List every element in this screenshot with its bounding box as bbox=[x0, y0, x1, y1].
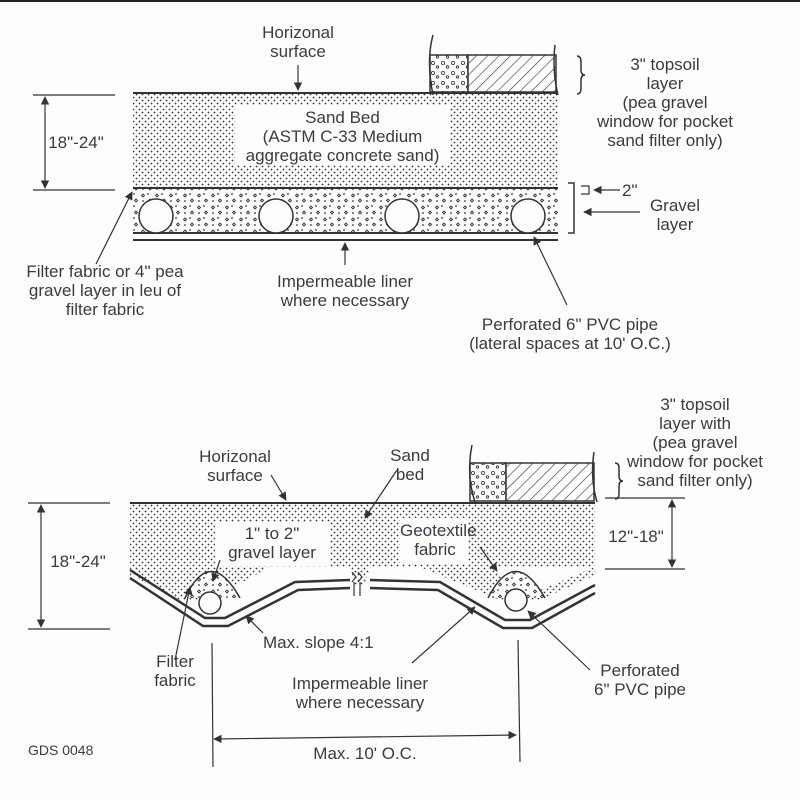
label-line: layer bbox=[656, 215, 694, 234]
label-horizontal-surface-top: Horizonal surface bbox=[252, 23, 344, 61]
label-line: gravel layer bbox=[228, 543, 316, 562]
label-line: 3" topsoil bbox=[630, 55, 700, 74]
label-line: Sand bbox=[390, 446, 430, 465]
label-max-slope: Max. slope 4:1 bbox=[263, 633, 374, 652]
topsoil-brace-bottom bbox=[614, 462, 624, 500]
pipe-3 bbox=[384, 198, 420, 234]
label-topsoil-bottom: 3" topsoil layer with (pea gravel window… bbox=[620, 395, 770, 490]
label-line: Impermeable liner bbox=[276, 272, 414, 291]
label-horizontal-surface-bottom: Horizonal surface bbox=[190, 447, 280, 485]
gravel-mound-right bbox=[487, 570, 546, 599]
label-line: 1" to 2" bbox=[244, 524, 300, 543]
label-pipe-bottom: Perforated 6" PVC pipe bbox=[585, 661, 695, 699]
label-depth-bottom: 18"-24" bbox=[42, 552, 114, 571]
liner-right bbox=[369, 578, 596, 622]
gravel-bracket bbox=[568, 182, 575, 234]
label-line: fabric bbox=[154, 671, 196, 690]
bottom-section-drawing bbox=[28, 444, 685, 768]
label-line: Gravel bbox=[649, 196, 701, 215]
liner-left bbox=[129, 568, 351, 620]
gravel-layer bbox=[133, 188, 558, 233]
label-topsoil-top: 3" topsoil layer (pea gravel window for … bbox=[590, 55, 740, 150]
sand-bed-label-box bbox=[235, 105, 450, 165]
label-filter-fabric-top: Filter fabric or 4" pea gravel layer in … bbox=[10, 262, 200, 319]
pipe-1 bbox=[138, 198, 174, 234]
label-line: fabric bbox=[414, 540, 456, 559]
label-line: window for pocket bbox=[596, 112, 734, 131]
pipe-bottom-left bbox=[198, 591, 222, 615]
geotextile-label-box bbox=[400, 518, 468, 564]
pipe-2 bbox=[258, 198, 294, 234]
label-filter-fabric-bottom: Filter fabric bbox=[145, 652, 205, 690]
label-line: 3" topsoil bbox=[660, 395, 730, 414]
label-sand-depth: 12"-18" bbox=[603, 527, 669, 546]
drawing-id: GDS 0048 bbox=[28, 742, 94, 758]
label-liner-top: Impermeable liner where necessary bbox=[270, 272, 420, 310]
label-line: window for pocket bbox=[626, 452, 764, 471]
topsoil-layer bbox=[467, 54, 557, 93]
label-pipe-top: Perforated 6" PVC pipe (lateral spaces a… bbox=[450, 315, 690, 353]
label-line: (lateral spaces at 10' O.C.) bbox=[469, 334, 671, 353]
label-line: Filter bbox=[156, 652, 194, 671]
label-line: where necessary bbox=[295, 693, 425, 712]
label-line: where necessary bbox=[280, 291, 410, 310]
spacing-dimension bbox=[213, 730, 517, 744]
label-line: 6" PVC pipe bbox=[593, 680, 687, 699]
label-line: sand filter only) bbox=[637, 471, 753, 490]
topsoil-layer-bottom bbox=[505, 462, 595, 502]
label-line: gravel layer in leu of bbox=[28, 281, 182, 300]
label-gravel-layer-top: Gravel layer bbox=[640, 196, 710, 234]
label-line: Impermeable liner bbox=[291, 674, 429, 693]
label-line: (ASTM C-33 Medium bbox=[262, 127, 423, 146]
label-line: filter fabric bbox=[65, 300, 145, 319]
label-depth-top: 18"-24" bbox=[46, 133, 106, 152]
gravel-label-box bbox=[215, 522, 330, 566]
label-line: aggregate concrete sand) bbox=[245, 146, 440, 165]
pipe-bottom-right bbox=[504, 588, 528, 612]
label-gravel-layer-bottom: 1" to 2" gravel layer bbox=[217, 524, 327, 562]
label-sand-bed-bottom: Sand bed bbox=[385, 446, 435, 484]
label-line: Horizonal bbox=[262, 23, 334, 42]
label-liner-bottom: Impermeable liner where necessary bbox=[285, 674, 435, 712]
label-line: Perforated bbox=[600, 661, 680, 680]
topsoil-brace bbox=[576, 55, 586, 95]
label-spacing: Max. 10' O.C. bbox=[313, 744, 417, 763]
label-line: bed bbox=[395, 465, 425, 484]
label-line: (pea gravel bbox=[622, 93, 708, 112]
label-line: Sand Bed bbox=[305, 108, 380, 127]
label-line: Filter fabric or 4" pea bbox=[26, 262, 184, 281]
label-gap-2in: 2" bbox=[622, 181, 638, 200]
label-line: sand filter only) bbox=[607, 131, 723, 150]
label-line: layer bbox=[646, 74, 684, 93]
label-line: surface bbox=[207, 466, 263, 485]
pea-gravel-window bbox=[429, 54, 469, 93]
pipe-4 bbox=[510, 198, 546, 234]
label-line: layer with bbox=[659, 414, 731, 433]
pea-gravel-window-bottom bbox=[469, 462, 507, 502]
break-symbol bbox=[351, 571, 363, 583]
top-section-drawing bbox=[33, 34, 640, 306]
label-line: Geotextile bbox=[400, 521, 477, 540]
label-geotextile: Geotextile fabric bbox=[400, 521, 477, 559]
label-line: (pea gravel bbox=[652, 433, 738, 452]
label-line: Horizonal bbox=[199, 447, 271, 466]
label-sand-bed-top: Sand Bed (ASTM C-33 Medium aggregate con… bbox=[235, 108, 450, 165]
label-line: Perforated 6" PVC pipe bbox=[481, 315, 659, 334]
label-line: surface bbox=[270, 42, 326, 61]
